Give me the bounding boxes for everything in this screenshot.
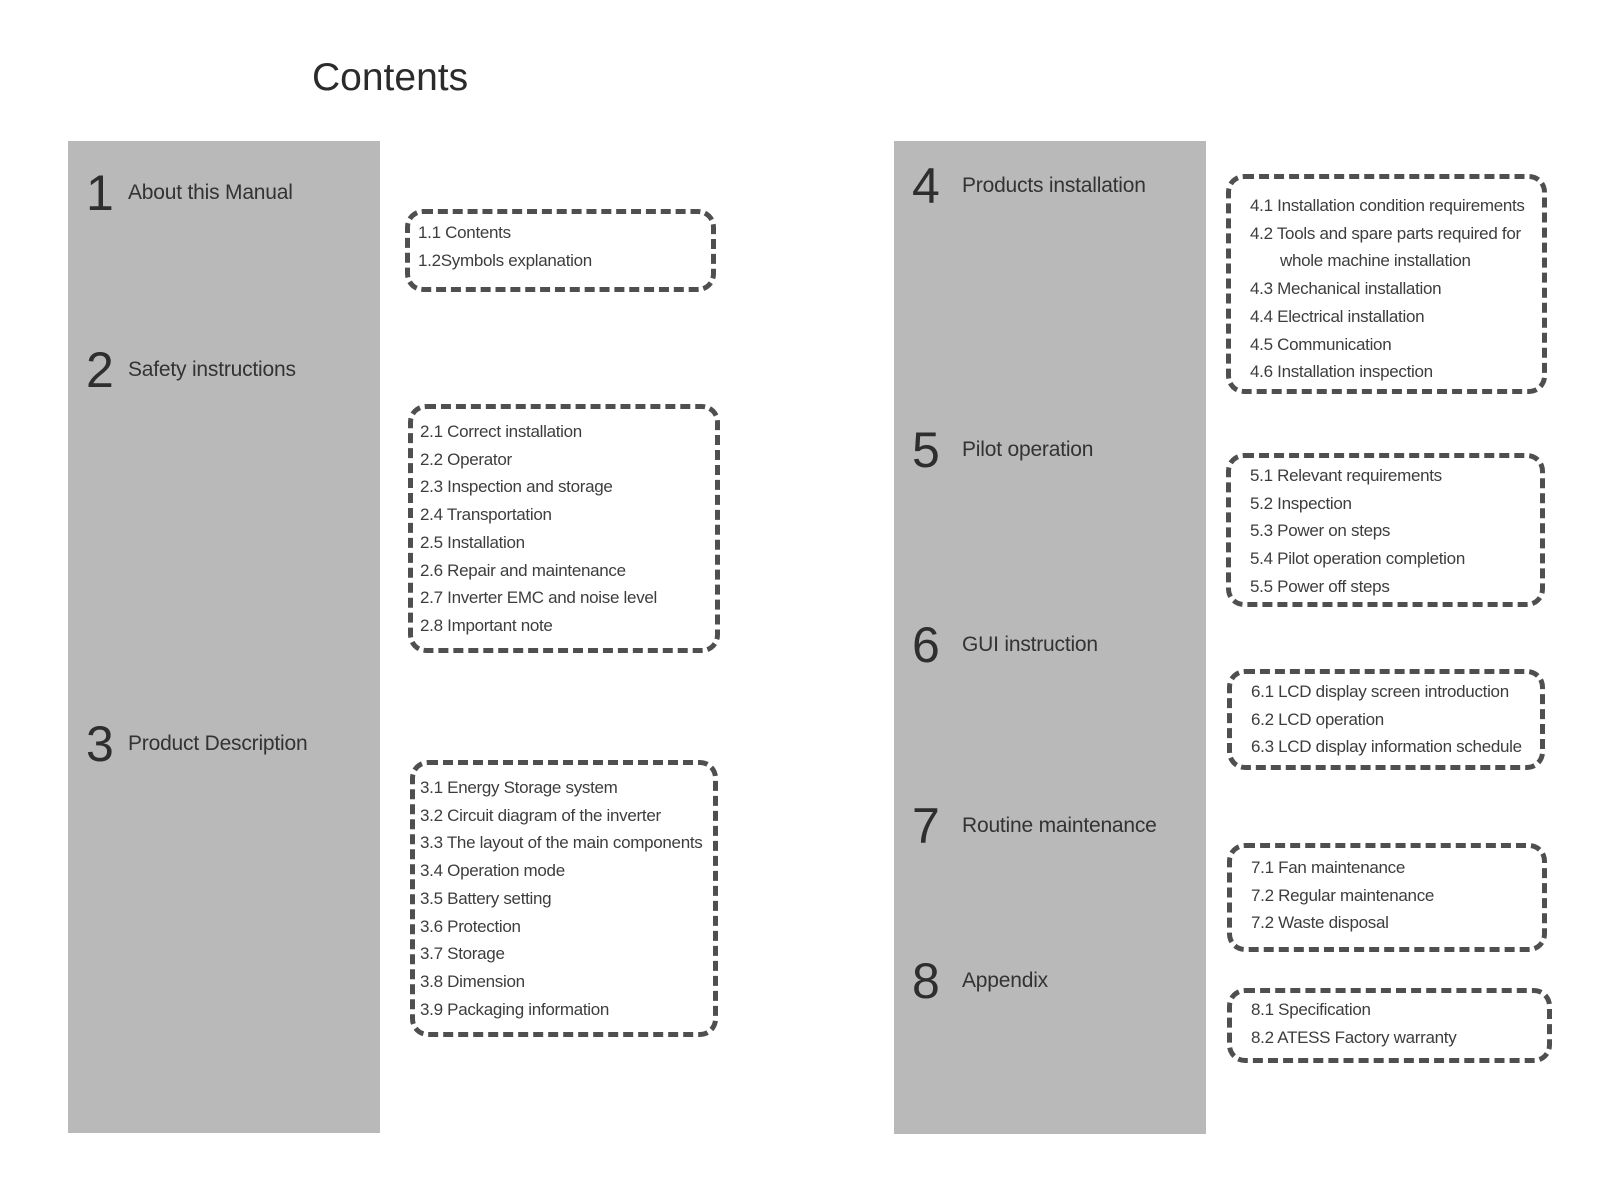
section-2-title: Safety instructions [128,358,296,381]
toc-box-chapter-1: 1.1 Contents 1.2Symbols explanation [405,209,716,292]
section-2-number: 2 [86,342,114,398]
toc-item-4-1: 4.1 Installation condition requirements [1250,196,1525,215]
right-column-background [894,141,1206,1134]
toc-item-8-2: 8.2 ATESS Factory warranty [1251,1027,1457,1047]
toc-item-3-7: 3.7 Storage [420,944,505,964]
toc-box-chapter-2: 2.1 Correct installation 2.2 Operator 2.… [408,404,720,653]
toc-item-1-2: 1.2Symbols explanation [418,250,592,270]
toc-item-6-1: 6.1 LCD display screen introduction [1251,682,1509,701]
section-1-title: About this Manual [128,181,293,204]
toc-item-6-3: 6.3 LCD display information schedule [1251,737,1522,757]
toc-item-3-5: 3.5 Battery setting [420,888,552,908]
section-8-title: Appendix [962,969,1048,992]
toc-item-3-6: 3.6 Protection [420,916,521,936]
section-7: 7 Routine maintenance [912,800,1157,852]
toc-item-3-2: 3.2 Circuit diagram of the inverter [420,805,661,825]
toc-item-2-7: 2.7 Inverter EMC and noise level [420,588,658,608]
toc-item-3-1: 3.1 Energy Storage system [420,778,618,797]
toc-item-2-1: 2.1 Correct installation [420,422,582,441]
toc-box-chapter-4: 4.1 Installation condition requirements … [1226,174,1547,394]
toc-box-chapter-5: 5.1 Relevant requirements 5.2 Inspection… [1226,453,1545,607]
toc-item-3-3: 3.3 The layout of the main components [420,833,703,853]
toc-item-2-6: 2.6 Repair and maintenance [420,560,626,580]
toc-item-3-9: 3.9 Packaging information [420,999,610,1019]
section-6: 6 GUI instruction [912,619,1098,671]
left-column-background [68,141,380,1133]
toc-item-4-4: 4.4 Electrical installation [1250,306,1425,326]
section-6-title: GUI instruction [962,633,1098,656]
section-1-number: 1 [86,165,114,221]
section-8-number: 8 [912,953,940,1009]
section-4-number: 4 [912,158,940,214]
toc-item-5-5: 5.5 Power off steps [1250,576,1390,596]
toc-item-6-2: 6.2 LCD operation [1251,709,1384,729]
section-4-title: Products installation [962,174,1146,197]
section-7-number: 7 [912,798,940,854]
toc-item-7-1: 7.1 Fan maintenance [1251,858,1406,877]
section-5-title: Pilot operation [962,438,1094,461]
toc-item-2-2: 2.2 Operator [420,449,512,469]
section-3: 3 Product Description [86,716,308,772]
toc-item-2-3: 2.3 Inspection and storage [420,477,613,497]
toc-item-4-5: 4.5 Communication [1250,334,1392,354]
section-3-title: Product Description [128,732,308,755]
page-title: Contents [312,56,469,99]
toc-item-5-3: 5.3 Power on steps [1250,521,1391,541]
toc-item-1-1: 1.1 Contents [418,223,511,242]
toc-item-8-1: 8.1 Specification [1251,1000,1371,1019]
toc-box-chapter-8: 8.1 Specification 8.2 ATESS Factory warr… [1227,988,1552,1063]
toc-item-5-4: 5.4 Pilot operation completion [1250,549,1465,569]
toc-item-4-3: 4.3 Mechanical installation [1250,279,1442,299]
toc-item-7-2: 7.2 Regular maintenance [1251,885,1435,905]
toc-item-2-5: 2.5 Installation [420,532,525,552]
toc-box-chapter-6: 6.1 LCD display screen introduction 6.2 … [1227,669,1545,770]
toc-item-3-4: 3.4 Operation mode [420,861,565,881]
toc-item-5-2: 5.2 Inspection [1250,493,1352,513]
section-1: 1 About this Manual [86,167,293,219]
toc-box-chapter-7: 7.1 Fan maintenance 7.2 Regular maintena… [1227,843,1547,952]
toc-item-5-1: 5.1 Relevant requirements [1250,466,1442,485]
toc-item-4-6: 4.6 Installation inspection [1250,362,1433,382]
toc-item-2-4: 2.4 Transportation [420,505,552,525]
toc-item-3-8: 3.8 Dimension [420,971,525,991]
section-7-title: Routine maintenance [962,814,1157,837]
section-8: 8 Appendix [912,955,1048,1007]
section-5: 5 Pilot operation [912,424,1093,476]
toc-item-4-2-line2: whole machine installation [1280,251,1471,271]
toc-item-7-3: 7.2 Waste disposal [1251,913,1389,933]
section-4: 4 Products installation [912,160,1146,212]
toc-item-4-2: 4.2 Tools and spare parts required for [1250,223,1521,243]
section-6-number: 6 [912,617,940,673]
toc-box-chapter-3: 3.1 Energy Storage system 3.2 Circuit di… [410,760,718,1037]
toc-item-2-8: 2.8 Important note [420,615,553,635]
section-2: 2 Safety instructions [86,344,296,396]
section-5-number: 5 [912,422,940,478]
section-3-number: 3 [86,716,114,772]
